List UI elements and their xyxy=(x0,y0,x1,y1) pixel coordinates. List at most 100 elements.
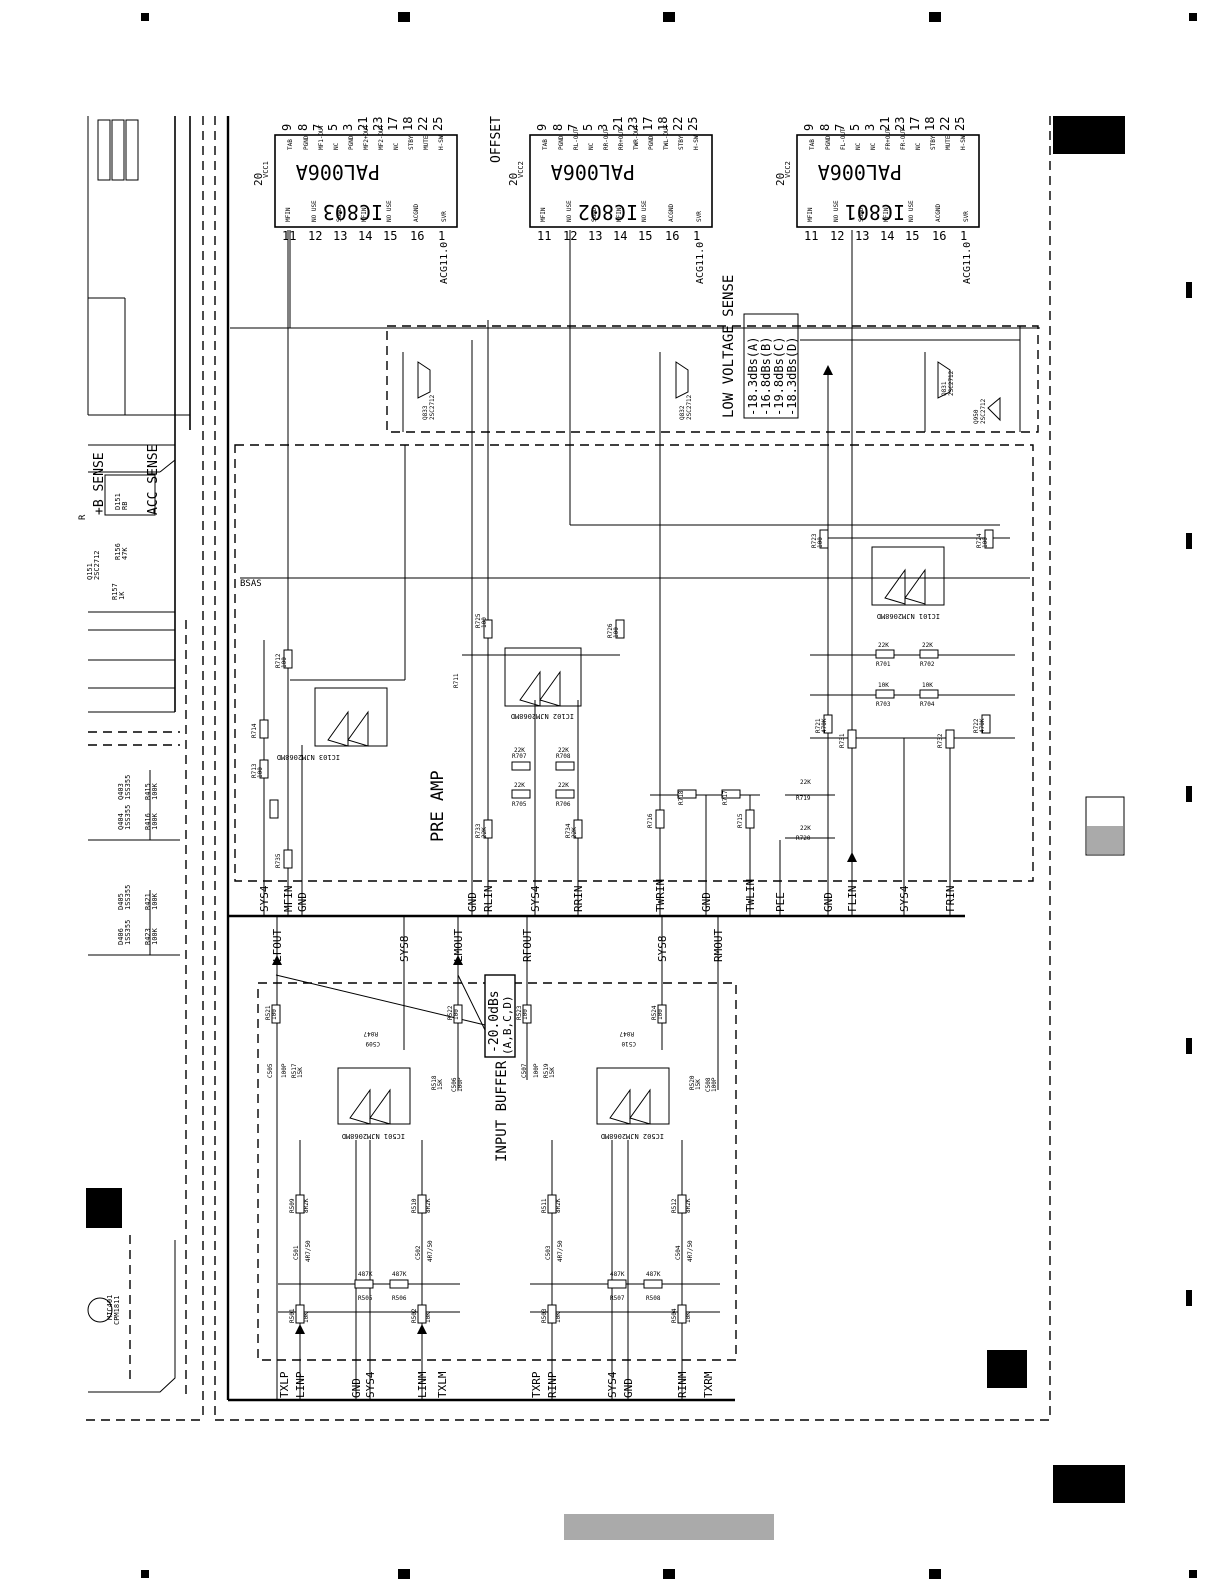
cap-value: 100P xyxy=(281,1063,288,1078)
resistor-value: 8R2K xyxy=(685,1198,692,1213)
pin-number: 22 xyxy=(671,117,685,131)
part-ref: Q403 xyxy=(117,783,125,800)
opamp-ref: IC502 NJM2068MD xyxy=(601,1132,664,1140)
bus-label: LINM xyxy=(416,1371,429,1398)
pin-number: 1 xyxy=(693,229,700,243)
cap-value: 100P xyxy=(711,1077,718,1092)
bus-label: SYS4 xyxy=(364,1371,377,1398)
ic802-pin-label: PGND xyxy=(648,135,655,150)
cap-ref: C508 xyxy=(705,1077,712,1092)
left-partial-circuit: R xyxy=(78,116,191,1400)
bus-labels-bottom: TXLP LINP GND SYS4 LINM TXLM TXRP RINP S… xyxy=(278,1371,715,1398)
vcc2-label: VCC2 xyxy=(517,161,525,178)
gain-note: -20.0dBs xyxy=(487,990,502,1053)
ic801-pin-label: FL-OUT xyxy=(840,128,847,150)
resistor-ref: R702 xyxy=(920,661,935,668)
ic801-pin-label: FR+OUT xyxy=(885,128,892,150)
ic802-pin-label: NC xyxy=(588,142,595,150)
resistor-ref: R704 xyxy=(920,701,935,708)
pin-number: 12 xyxy=(308,229,322,243)
pin-name: MFIN xyxy=(285,207,292,222)
resistor-ref: R506 xyxy=(392,1295,407,1302)
pin-name: NO USE xyxy=(386,200,393,222)
pin-name: SVR xyxy=(441,211,448,222)
acg-label: ACG11.0 xyxy=(439,242,450,284)
chip-ic802 xyxy=(529,134,713,228)
ic803-pin-label: MF2-OUT xyxy=(378,124,385,150)
bus-labels-pre: SYS4 MFIN GND GND RLIN SYS4 RRIN TWRIN G… xyxy=(258,879,957,912)
resistor-ref: R701 xyxy=(876,661,891,668)
resistor-value: 100 xyxy=(657,1009,664,1020)
resistor-value: 10K xyxy=(685,1312,692,1323)
pin-name: SGND xyxy=(858,207,865,222)
ic802-pin-label: TWL-OUT xyxy=(663,124,670,150)
pin-number: 23 xyxy=(893,117,907,131)
resistor-ref: R720 xyxy=(796,835,811,842)
ic801-pin-label: TAB xyxy=(809,139,816,150)
part-value: 1K xyxy=(118,591,126,600)
resistor-ref: R518 xyxy=(431,1075,438,1090)
pin-number: 9 xyxy=(280,124,294,131)
pin-number: 25 xyxy=(953,117,967,131)
ic801-pin-label: FR-OUT xyxy=(900,128,907,150)
resistor-value: 22K xyxy=(922,642,933,649)
resistor-value: 470K xyxy=(979,718,986,733)
resistor-value: 15K xyxy=(297,1067,304,1078)
part-value: 1SS355 xyxy=(124,920,132,945)
resistor-ref: R726 xyxy=(607,623,614,638)
pin-number: 17 xyxy=(908,117,922,131)
pin-number: 14 xyxy=(613,229,627,243)
pin-number: 7 xyxy=(566,124,580,131)
resistor-value: 100 xyxy=(271,1009,278,1020)
pin-number: 11 xyxy=(282,229,296,243)
resistor-ref: R725 xyxy=(475,613,482,628)
pin-number: 15 xyxy=(905,229,919,243)
pin-name: SGND xyxy=(591,207,598,222)
part-ref: R423 xyxy=(144,928,152,945)
pin-name: SGND xyxy=(336,207,343,222)
frames xyxy=(86,116,1051,1421)
resistor-value: 100 xyxy=(257,767,264,778)
resistor-ref: R708 xyxy=(556,753,571,760)
opamp-ref: IC103 NJM2068MD xyxy=(277,753,340,761)
part-ref: Q151 xyxy=(86,563,94,580)
pin-number: 18 xyxy=(656,117,670,131)
ic802-pin-label: RL-OUT xyxy=(573,128,580,150)
pin-number: 16 xyxy=(665,229,679,243)
pin-number: 25 xyxy=(686,117,700,131)
bus-label: LFOUT xyxy=(271,929,284,962)
pin-number: 15 xyxy=(383,229,397,243)
resistor-value: 22K xyxy=(558,782,569,789)
resistor-ref: R511 xyxy=(541,1198,548,1213)
pin-name: SVR xyxy=(696,211,703,222)
pre-amp-resistor-labels: R712 100 R726 100 R733 22K R734 22K R716… xyxy=(251,533,989,868)
cap-value: 100P xyxy=(457,1077,464,1092)
acc-sense-label: ACC SENSE xyxy=(146,445,161,515)
page-tabs xyxy=(86,116,1125,1540)
ic801-pin-label: NC xyxy=(855,142,862,150)
bus-label: TXRP xyxy=(530,1371,543,1398)
input-buffer-circuits xyxy=(272,365,857,1400)
pin-number: 9 xyxy=(535,124,549,131)
cap-value: 100P xyxy=(533,1063,540,1078)
pin-number: 16 xyxy=(410,229,424,243)
resistor-ref: R524 xyxy=(651,1005,658,1020)
part-ref: D151 xyxy=(114,493,122,510)
resistor-ref: R716 xyxy=(647,813,654,828)
pin-number: 3 xyxy=(863,124,877,131)
cap-value: 4R7/50 xyxy=(557,1240,564,1262)
bus-label: GND xyxy=(296,892,309,912)
part-ref: D406 xyxy=(117,928,125,945)
resistor-value: 100 xyxy=(281,657,288,668)
transistor-ref: Q833 xyxy=(422,405,429,420)
resistor-value: 8R2K xyxy=(425,1198,432,1213)
pin-number: 17 xyxy=(641,117,655,131)
acg-label-3: ACG11.0 xyxy=(962,242,973,284)
resistor-value: 8R2K xyxy=(303,1198,310,1213)
pin20-label-3: 20 xyxy=(774,173,787,186)
level-row-a: -18.3dBs(A) xyxy=(746,337,760,416)
pin-number: 3 xyxy=(341,124,355,131)
resistor-ref: R718 xyxy=(678,790,685,805)
pin-name: MFIN xyxy=(883,207,890,222)
ic802-pin-label: PGND xyxy=(558,135,565,150)
